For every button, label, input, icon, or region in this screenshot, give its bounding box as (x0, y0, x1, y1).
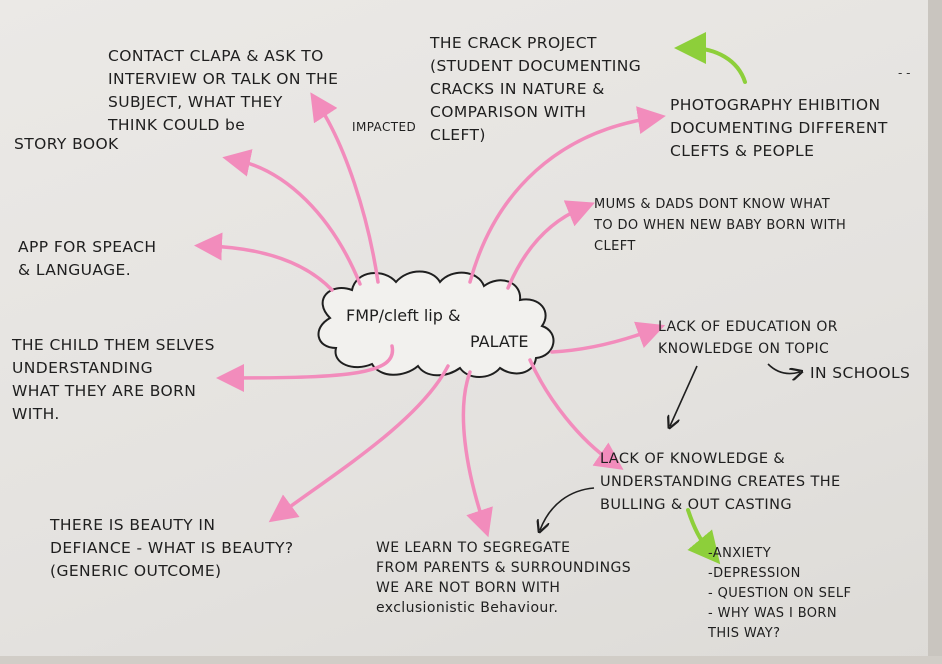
connector-contact (310, 92, 380, 284)
note-child-understanding: THE CHILD THEM SELVES UNDERSTANDING WHAT… (12, 336, 215, 423)
note-story-book: STORY BOOK (14, 135, 119, 153)
paper-edge (928, 0, 942, 664)
note-in-schools: IN SCHOOLS (810, 364, 911, 382)
connector-education (550, 321, 666, 354)
note-lack-of-knowledge: LACK OF KNOWLEDGE & UNDERSTANDING CREATE… (600, 451, 841, 513)
connector-knowledge (528, 358, 624, 470)
connector-photography (468, 106, 666, 284)
note-contact-clapa: CONTACT CLAPA & ASK TO INTERVIEW OR TALK… (108, 47, 339, 134)
connector-knowledge-to-segregate (540, 487, 595, 530)
note-mums-dads: MUMS & DADS DONT KNOW WHAT TO DO WHEN NE… (594, 197, 847, 254)
center-topic-line2: PALATE (470, 332, 529, 351)
connector-mums (506, 200, 595, 290)
corner-mark: - - (898, 66, 911, 80)
connector-app (194, 232, 334, 292)
connector-crack-return (674, 32, 747, 84)
note-segregate: WE LEARN TO SEGREGATE FROM PARENTS & SUR… (376, 540, 632, 616)
note-anxiety-list: -ANXIETY -DEPRESSION - QUESTION ON SELF … (708, 546, 852, 641)
connector-child (216, 344, 395, 392)
note-impacted: IMPACTED (352, 120, 417, 134)
paper-bottom-edge (0, 656, 942, 664)
connector-schools (767, 363, 800, 374)
note-app-speech: APP FOR SPEACH & LANGUAGE. (18, 238, 157, 279)
center-topic-line1: FMP/cleft lip & (346, 306, 461, 325)
connector-education-to-knowledge (670, 365, 698, 426)
connector-anxiety (686, 508, 721, 565)
note-photography-exhibition: PHOTOGRAPHY EHIBITION DOCUMENTING DIFFER… (670, 96, 888, 160)
connector-storybook (222, 149, 362, 286)
note-crack-project: THE CRACK PROJECT (STUDENT DOCUMENTING C… (430, 34, 642, 144)
note-lack-of-education: LACK OF EDUCATION OR KNOWLEDGE ON TOPIC (658, 319, 838, 357)
note-beauty-in-defiance: THERE IS BEAUTY IN DEFIANCE - WHAT IS BE… (50, 516, 294, 580)
connector-beauty (268, 364, 450, 523)
connector-segregate (461, 370, 493, 538)
